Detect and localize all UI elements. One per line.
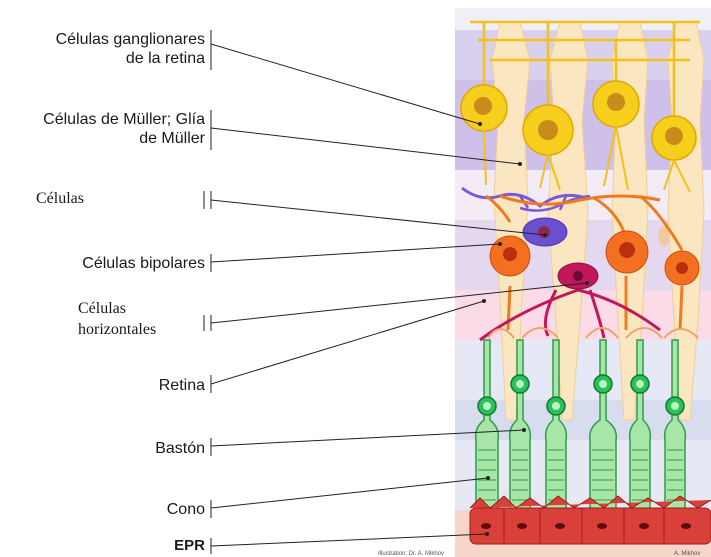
- label-epr-text: EPR: [174, 537, 205, 554]
- label-horizontal-line1: Células: [78, 300, 126, 317]
- label-ganglion-line2: de la retina: [126, 50, 205, 67]
- label-retina-text: Retina: [159, 377, 205, 394]
- label-muller: Células de Müller; Glía de Müller: [43, 110, 522, 166]
- credit-right: A. Mikhov: [674, 551, 700, 557]
- ganglion-cell: [523, 105, 573, 155]
- credit-left: Illustration: Dr. A. Mikhov: [378, 551, 444, 557]
- label-horizontal-line2: horizontales: [78, 321, 156, 338]
- ganglion-cell: [593, 81, 639, 127]
- ganglion-cell: [652, 116, 696, 160]
- label-baston-text: Bastón: [155, 440, 205, 457]
- label-bipolar-text: Células bipolares: [82, 255, 205, 272]
- label-muller-line2: de Müller: [139, 130, 205, 147]
- label-bipolar: Células bipolares: [82, 242, 502, 272]
- label-cono: Cono: [167, 476, 490, 518]
- bipolar-cell: [490, 236, 530, 276]
- label-ganglion-line1: Células ganglionares: [56, 31, 205, 48]
- label-celulas-text: Células: [36, 190, 84, 207]
- bipolar-cell: [665, 251, 699, 285]
- bipolar-cell: [606, 231, 648, 273]
- label-muller-line1: Células de Müller; Glía: [43, 111, 205, 128]
- label-cono-text: Cono: [167, 501, 205, 518]
- label-retina: Retina: [159, 299, 486, 394]
- ganglion-cell: [461, 85, 507, 131]
